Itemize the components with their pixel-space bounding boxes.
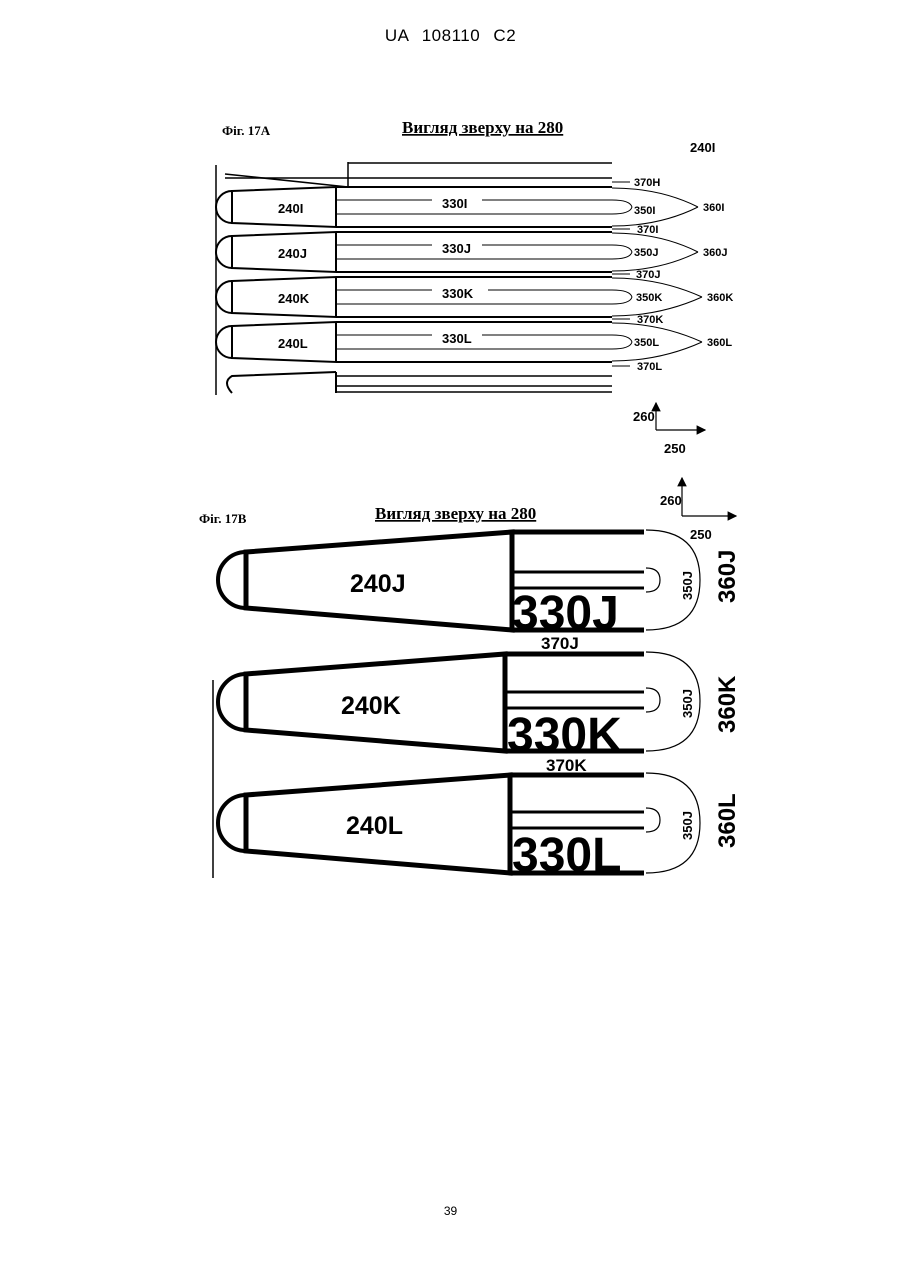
fig-17a-brace xyxy=(612,200,632,214)
fig-17b-body-label: 240K xyxy=(341,692,401,720)
fig-17a-label: Фіг. 17А xyxy=(222,123,271,138)
fig-17a-block: 240K 330K 370J 350K 360K xyxy=(216,269,733,317)
fig-17b-group-label: 360L xyxy=(714,793,741,848)
fig-17b-brace xyxy=(646,688,660,712)
fig-17b-axis-x-label: 250 xyxy=(690,527,712,542)
fig-17a-splitter-label: 350I xyxy=(634,205,655,217)
fig-17a-title: Вигляд зверху на 280 xyxy=(402,118,563,137)
fig-17b-axis-y-label: 260 xyxy=(660,493,682,508)
fig-17b-group-label: 360J xyxy=(714,550,741,603)
fig-17a-channel-label: 330I xyxy=(442,196,467,211)
fig-17a-nozzle-tip xyxy=(216,281,232,313)
fig-17b-block: 240J 330J 350J 360J 370J xyxy=(218,530,741,653)
fig-17b-splitter-label: 350J xyxy=(680,571,695,600)
fig-17b-nozzle-tip xyxy=(218,674,246,730)
figure-17b: Фіг. 17В Вигляд зверху на 280 260 250 24… xyxy=(199,478,741,882)
fig-17a-bottom-partial xyxy=(227,372,336,393)
fig-17a-block: 240I 330I 370H 350I 360I xyxy=(216,177,724,227)
fig-17a-axis-y-label: 260 xyxy=(633,409,655,424)
fig-17b-block: 240K 330K 350J 360K 370K xyxy=(218,652,741,775)
fig-17a-body-label: 240K xyxy=(278,291,310,306)
fig-17a-group-label: 360J xyxy=(703,247,727,259)
fig-17a-ref-label: 370K xyxy=(637,314,663,326)
fig-17a-ref-label: 370H xyxy=(634,177,660,189)
fig-17a-group-label: 360L xyxy=(707,337,732,349)
fig-17a-channel-label: 330L xyxy=(442,331,472,346)
fig-17a-axis-x-label: 250 xyxy=(664,441,686,456)
fig-17b-gap-label: 370J xyxy=(541,634,579,653)
fig-17b-group-label: 360K xyxy=(714,675,741,733)
fig-17a-body-label: 240J xyxy=(278,246,307,261)
fig-17b-label: Фіг. 17В xyxy=(199,511,247,526)
fig-17a-block: 240L 330L 370K 350L 360L xyxy=(216,314,732,362)
fig-17b-channel-label: 330L xyxy=(512,829,621,882)
fig-17b-splitter-label: 350J xyxy=(680,811,695,840)
fig-17a-group-label: 360I xyxy=(703,202,724,214)
fig-17a-top-taper xyxy=(225,174,348,187)
fig-17b-brace xyxy=(646,808,660,832)
fig-17a-block: 240J 330J 370I 350J 360J xyxy=(216,224,727,272)
fig-17a-nozzle-tip xyxy=(216,236,232,268)
fig-17b-channel-label: 330J xyxy=(512,587,619,640)
fig-17a-splitter-label: 350K xyxy=(636,292,662,304)
fig-17b-title: Вигляд зверху на 280 xyxy=(375,504,536,523)
fig-17a-ref-label: 370I xyxy=(637,224,658,236)
fig-17b-body-label: 240L xyxy=(346,812,403,840)
fig-17a-body-label: 240I xyxy=(278,201,303,216)
fig-17a-body-label: 240L xyxy=(278,336,308,351)
fig-17b-splitter-label: 350J xyxy=(680,689,695,718)
fig-17b-nozzle-tip xyxy=(218,795,246,851)
figure-17a: Фіг. 17А Вигляд зверху на 280 240I 240I … xyxy=(216,118,733,456)
fig-17a-corner-label: 240I xyxy=(690,140,715,155)
fig-17a-channel-label: 330J xyxy=(442,241,471,256)
fig-17a-splitter-label: 350J xyxy=(634,247,658,259)
fig-17a-nozzle-tip xyxy=(216,191,232,223)
fig-17b-brace xyxy=(646,568,660,592)
fig-17a-brace xyxy=(612,245,632,259)
fig-17b-body-label: 240J xyxy=(350,570,406,598)
fig-17a-brace xyxy=(612,290,632,304)
fig-17a-splitter-label: 350L xyxy=(634,337,659,349)
fig-17a-channel-label: 330K xyxy=(442,286,474,301)
fig-17a-group-label: 360K xyxy=(707,292,733,304)
fig-17b-nozzle-tip xyxy=(218,552,246,608)
page-number: 39 xyxy=(0,1204,901,1218)
fig-17a-nozzle-tip xyxy=(216,326,232,358)
fig-17b-gap-label: 370K xyxy=(546,756,587,775)
fig-17b-block: 240L 330L 350J 360L xyxy=(218,773,741,882)
fig-17a-brace xyxy=(612,335,632,349)
fig-17b-channel-label: 330K xyxy=(507,709,622,762)
fig-17a-bottom-ref: 370L xyxy=(637,361,662,373)
